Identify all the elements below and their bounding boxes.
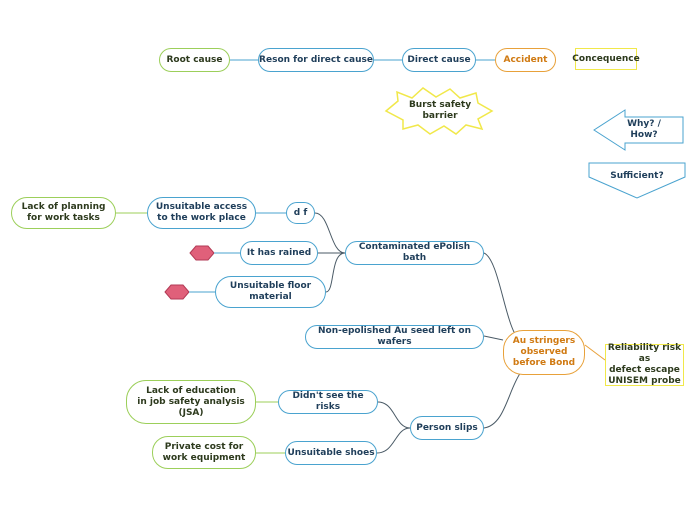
legend-accident[interactable]: Accident xyxy=(495,48,556,72)
reason-access[interactable]: Unsuitable access to the work place xyxy=(147,197,256,229)
connector-accident-seed xyxy=(483,335,504,341)
connector-bath-df xyxy=(314,212,346,254)
connector-slips-risks xyxy=(377,401,411,429)
legend-reason[interactable]: Reson for direct cause xyxy=(258,48,374,72)
burst-shape xyxy=(384,87,494,135)
consequence-node[interactable]: Reliability risk as defect escape UNISEM… xyxy=(605,343,684,386)
reason-risks[interactable]: Didn't see the risks xyxy=(278,390,378,414)
reason-shoes[interactable]: Unsuitable shoes xyxy=(285,441,377,465)
root-cause-cost[interactable]: Private cost for work equipment xyxy=(152,436,256,469)
barrier-hexagon-rained xyxy=(189,245,215,261)
reason-df[interactable]: d f xyxy=(286,202,315,224)
accident-node[interactable]: Au stringers observed before Bond xyxy=(503,330,585,375)
connector-accident-bath xyxy=(483,252,522,343)
legend-root-cause[interactable]: Root cause xyxy=(159,48,230,72)
root-cause-education[interactable]: Lack of education in job safety analysis… xyxy=(126,380,256,424)
direct-cause-slips[interactable]: Person slips xyxy=(410,416,484,440)
legend-consequence[interactable]: Concequence xyxy=(572,48,640,70)
connector-accident-slips xyxy=(483,371,522,429)
legend-direct-cause[interactable]: Direct cause xyxy=(402,48,476,72)
connector-slips-shoes xyxy=(376,427,411,454)
connector-consequence xyxy=(584,344,606,361)
sufficient-arrow-icon xyxy=(588,162,686,199)
why-how-arrow-icon xyxy=(593,109,684,151)
root-cause-planning[interactable]: Lack of planning for work tasks xyxy=(11,197,116,229)
reason-rained[interactable]: It has rained xyxy=(240,241,318,265)
barrier-hexagon-floor xyxy=(164,284,190,300)
direct-cause-bath[interactable]: Contaminated ePolish bath xyxy=(345,241,484,265)
connector-bath-floor xyxy=(325,252,346,293)
direct-cause-seed[interactable]: Non-epolished Au seed left on wafers xyxy=(305,325,484,349)
reason-floor[interactable]: Unsuitable floor material xyxy=(215,276,326,308)
